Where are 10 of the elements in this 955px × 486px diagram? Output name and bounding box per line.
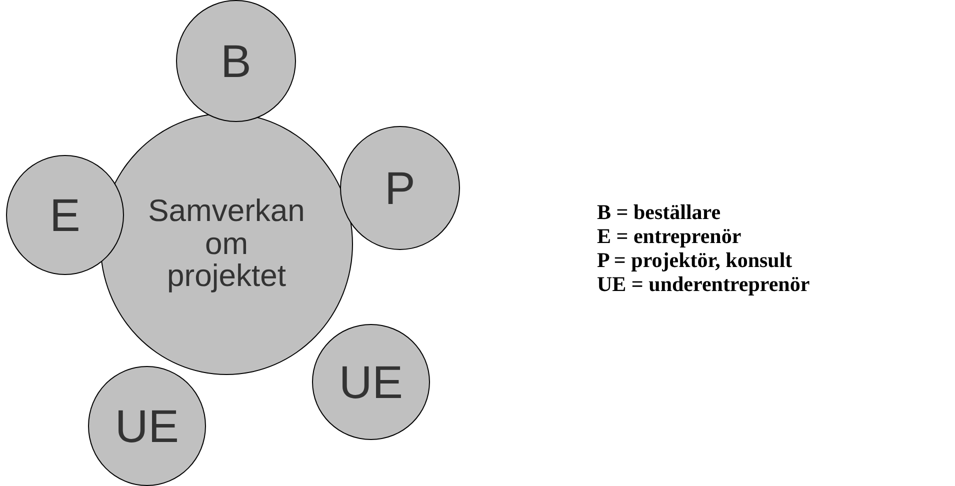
legend-text: E = entreprenör	[597, 224, 742, 249]
node-label: B	[220, 36, 252, 86]
node-label: Samverkan om projektet	[147, 195, 306, 293]
legend-text: B = beställare	[597, 200, 721, 225]
node-label: P	[384, 164, 416, 212]
node-label: UE	[339, 358, 403, 406]
legend-text: UE = underentreprenör	[597, 272, 810, 297]
node-label: UE	[115, 402, 179, 450]
node-label: E	[50, 190, 80, 240]
legend-text: P = projektör, konsult	[597, 248, 792, 273]
